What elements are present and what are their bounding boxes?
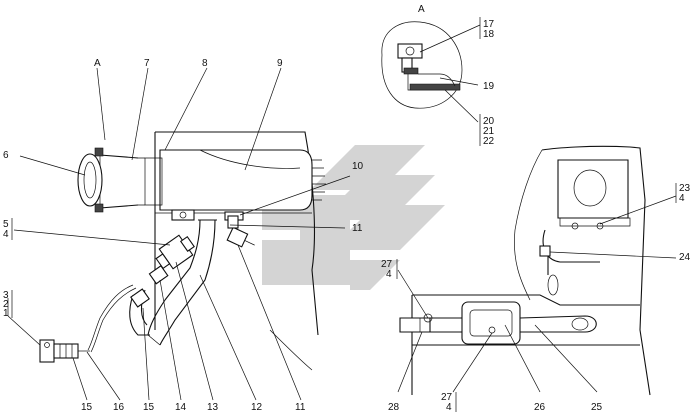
callout-11-bottom: 11: [295, 402, 306, 413]
callout-4-right: 4: [679, 193, 685, 204]
callout-26: 26: [534, 402, 546, 413]
callout-15-left: 15: [81, 402, 93, 413]
callout-16: 16: [113, 402, 125, 413]
detail-view-a: [381, 21, 463, 109]
callout-20: 20: [483, 116, 495, 127]
callout-28: 28: [388, 402, 400, 413]
air-intake-pipe: [77, 147, 139, 213]
callout-labels: A A 7 8 9 6 5 4 10 11 3 2 1 15 16 15 14 …: [3, 4, 691, 413]
callout-3: 3: [3, 290, 9, 301]
callout-9: 9: [277, 58, 283, 69]
callout-12: 12: [251, 402, 263, 413]
callout-4-lower: 4: [446, 402, 452, 413]
callout-18: 18: [483, 29, 495, 40]
heater-body: [138, 149, 326, 211]
callout-1: 1: [3, 308, 9, 319]
callout-27-lower: 27: [441, 392, 453, 403]
detail-view-label-a: A: [418, 4, 425, 15]
callout-5: 5: [3, 219, 9, 230]
callout-27-upper: 27: [381, 259, 393, 270]
callout-21: 21: [483, 126, 495, 137]
callout-2: 2: [3, 299, 9, 310]
callout-19: 19: [483, 81, 495, 92]
callout-4-upper: 4: [386, 269, 392, 280]
callout-13: 13: [207, 402, 219, 413]
callout-25: 25: [591, 402, 603, 413]
callout-24: 24: [679, 252, 691, 263]
hose-assembly: [129, 215, 255, 346]
callout-8: 8: [202, 58, 208, 69]
callout-6: 6: [3, 150, 9, 161]
callout-23: 23: [679, 183, 691, 194]
callout-4: 4: [3, 229, 9, 240]
callout-17: 17: [483, 19, 495, 30]
leader-lines: [7, 24, 677, 401]
watermark-logo: [262, 145, 445, 290]
right-assembly: [399, 145, 651, 396]
view-label-a: A: [94, 58, 101, 69]
callout-7: 7: [144, 58, 150, 69]
callout-22: 22: [483, 136, 495, 147]
callout-11-right: 11: [352, 223, 363, 234]
callout-15-right: 15: [143, 402, 155, 413]
wire-harness: [39, 284, 137, 363]
callout-14: 14: [175, 402, 187, 413]
callout-10: 10: [352, 161, 364, 172]
